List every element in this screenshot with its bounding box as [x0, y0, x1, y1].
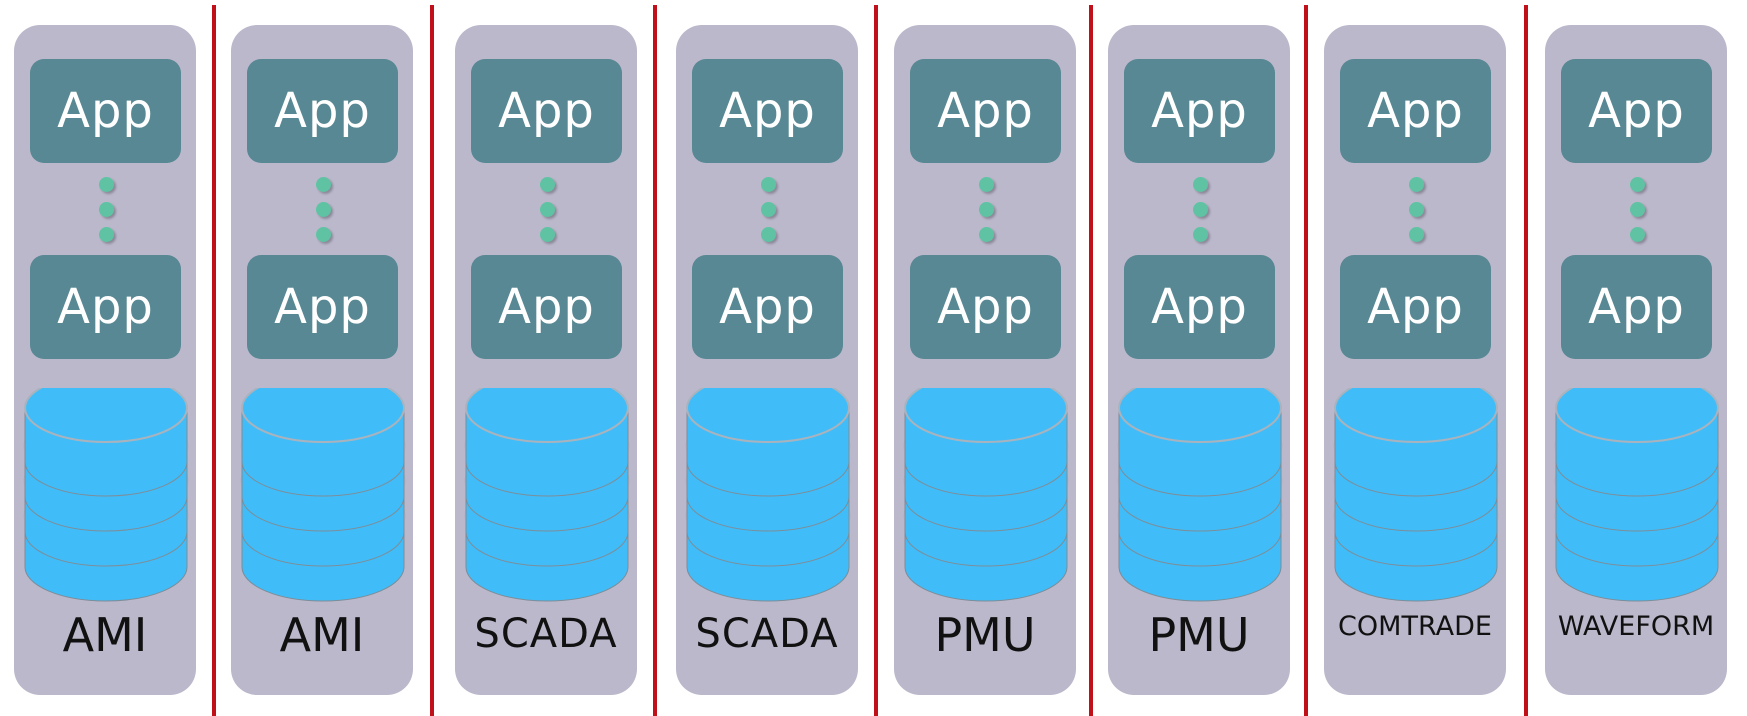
app-box: App: [910, 255, 1061, 359]
database-layer-top: [24, 388, 188, 443]
data-silo-column: App App COMTRADE: [1324, 25, 1506, 695]
database-layer-top: [465, 388, 629, 443]
data-silo-column: App App SCADA: [455, 25, 637, 695]
app-box: App: [910, 59, 1061, 163]
silo-label: WAVEFORM: [1557, 611, 1715, 642]
database-layer-top: [241, 388, 405, 443]
divider-line: [1524, 5, 1528, 716]
app-box: App: [1340, 59, 1491, 163]
app-box: App: [471, 59, 622, 163]
database-layer-top: [1118, 388, 1282, 443]
vertical-ellipsis-icon: [1193, 177, 1209, 247]
divider-line: [212, 5, 216, 716]
database-icon: [1554, 388, 1720, 602]
silo-label: PMU: [1148, 608, 1250, 662]
database-icon: [240, 388, 406, 602]
divider-line: [430, 5, 434, 716]
vertical-ellipsis-icon: [99, 177, 115, 247]
database-layer-top: [1555, 388, 1719, 443]
data-silo-column: App App PMU: [894, 25, 1076, 695]
vertical-ellipsis-icon: [761, 177, 777, 247]
database-icon: [464, 388, 630, 602]
silo-label: SCADA: [474, 611, 618, 657]
vertical-ellipsis-icon: [540, 177, 556, 247]
database-layer-top: [904, 388, 1068, 443]
divider-line: [653, 5, 657, 716]
vertical-ellipsis-icon: [1630, 177, 1646, 247]
data-silo-column: App App AMI: [14, 25, 196, 695]
app-box: App: [692, 255, 843, 359]
silo-label: COMTRADE: [1338, 611, 1492, 642]
data-silo-column: App App SCADA: [676, 25, 858, 695]
divider-line: [1089, 5, 1093, 716]
data-silo-column: App App PMU: [1108, 25, 1290, 695]
vertical-ellipsis-icon: [979, 177, 995, 247]
app-box: App: [1561, 255, 1712, 359]
database-icon: [23, 388, 189, 602]
database-icon: [1333, 388, 1499, 602]
silo-label: AMI: [62, 608, 148, 662]
database-icon: [685, 388, 851, 602]
database-layer-top: [686, 388, 850, 443]
silo-label: SCADA: [695, 611, 839, 657]
silo-label: PMU: [934, 608, 1036, 662]
vertical-ellipsis-icon: [316, 177, 332, 247]
app-box: App: [471, 255, 622, 359]
database-layer-top: [1334, 388, 1498, 443]
data-silo-column: App App WAVEFORM: [1545, 25, 1727, 695]
app-box: App: [1124, 59, 1275, 163]
app-box: App: [1124, 255, 1275, 359]
app-box: App: [247, 255, 398, 359]
app-box: App: [1340, 255, 1491, 359]
app-box: App: [692, 59, 843, 163]
app-box: App: [247, 59, 398, 163]
app-box: App: [30, 255, 181, 359]
silo-label: AMI: [279, 608, 365, 662]
divider-line: [874, 5, 878, 716]
data-silo-column: App App AMI: [231, 25, 413, 695]
database-icon: [903, 388, 1069, 602]
divider-line: [1304, 5, 1308, 716]
app-box: App: [1561, 59, 1712, 163]
vertical-ellipsis-icon: [1409, 177, 1425, 247]
database-icon: [1117, 388, 1283, 602]
app-box: App: [30, 59, 181, 163]
